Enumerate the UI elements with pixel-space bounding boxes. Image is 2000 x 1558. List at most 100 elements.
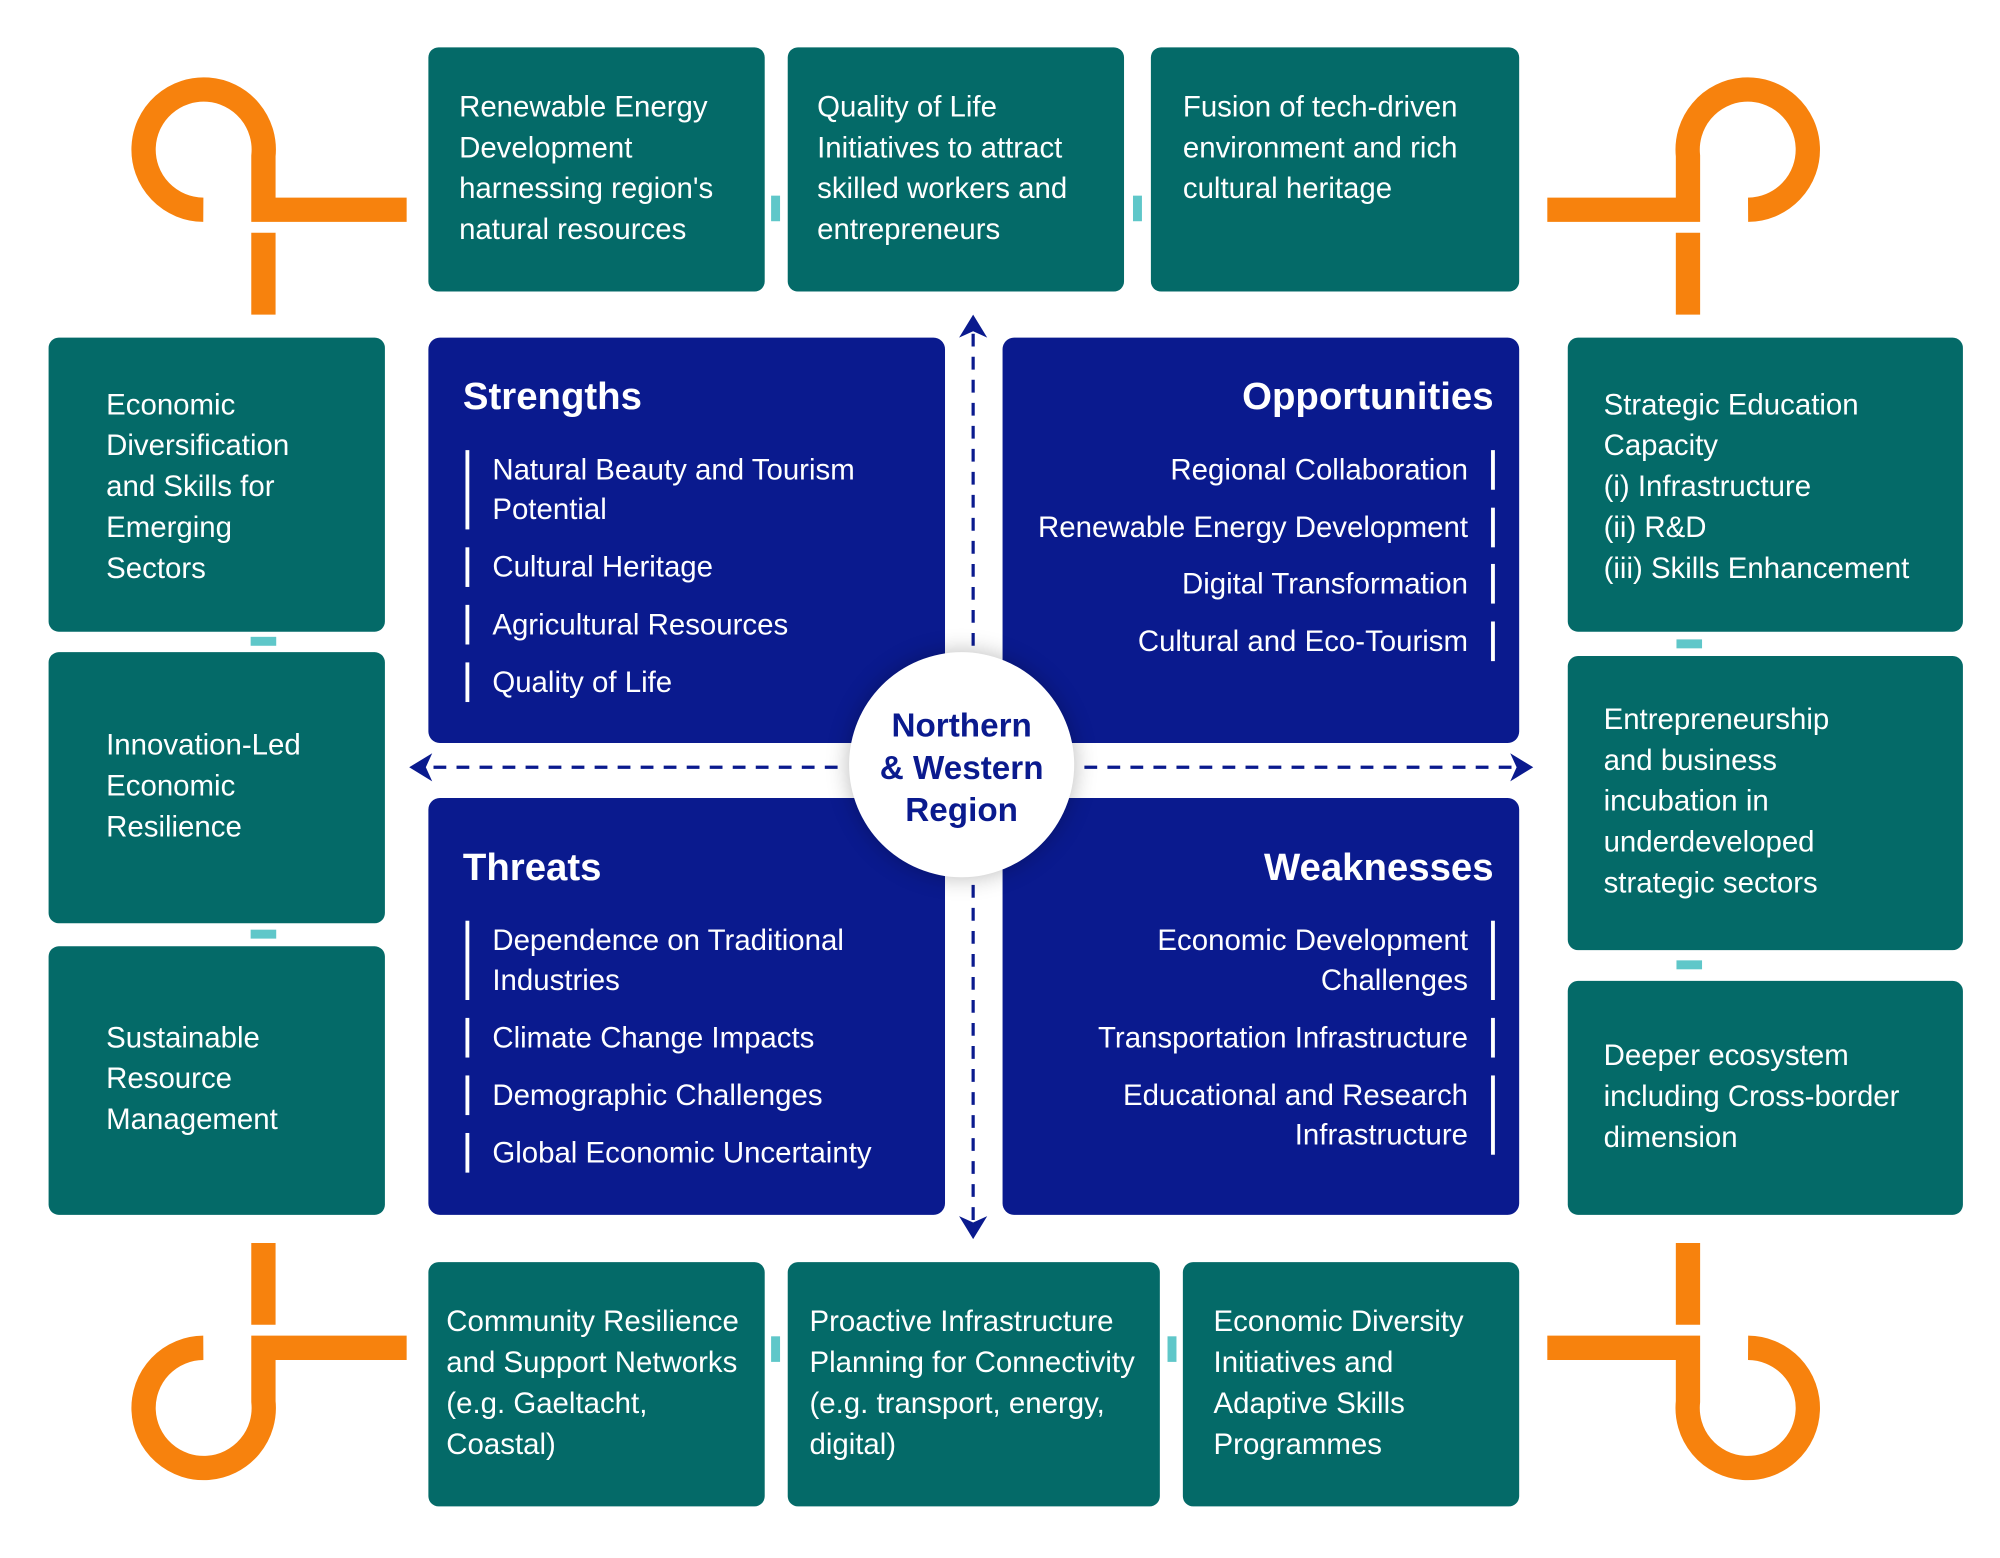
text-line: Programmes: [1213, 1427, 1382, 1461]
top-box-3: Fusion of tech-driven environment and ri…: [1150, 47, 1520, 292]
text-line: Community Resilience: [446, 1304, 739, 1338]
item-text: Cultural and Eco-Tourism: [1137, 624, 1469, 658]
text-line: Sectors: [106, 551, 206, 585]
text-line: harnessing region's: [459, 171, 714, 205]
weaknesses-item: Economic Development Challenges: [1157, 920, 1495, 1000]
item-text: Demographic Challenges: [492, 1078, 823, 1112]
threats-item: Demographic Challenges: [465, 1075, 823, 1116]
weaknesses-item: Educational and Research Infrastructure: [1123, 1075, 1495, 1155]
opportunities-item: Digital Transformation: [1181, 563, 1495, 604]
text-line: and Support Networks: [446, 1345, 738, 1379]
connector: [1676, 960, 1703, 970]
text-line: Innovation-Led: [106, 727, 301, 761]
top-box-1: Renewable Energy Development harnessing …: [428, 47, 765, 292]
strengths-item: Quality of Life: [465, 662, 673, 703]
text-line: Resource: [106, 1061, 233, 1095]
text-line: skilled workers and: [817, 171, 1068, 205]
opportunities-item: Renewable Energy Development: [1038, 507, 1495, 548]
text-line: (ii) R&D: [1603, 510, 1707, 544]
bottom-right-loop-icon: [1547, 1242, 1820, 1481]
threats-item: Climate Change Impacts: [465, 1017, 814, 1058]
bottom-box-1: Community Resilience and Support Network…: [428, 1262, 765, 1507]
item-text: Cultural Heritage: [492, 549, 714, 584]
text-line: Entrepreneurship: [1603, 702, 1830, 736]
opportunities-item: Cultural and Eco-Tourism: [1137, 621, 1495, 662]
text-line: Management: [106, 1102, 278, 1136]
text-line: Proactive Infrastructure: [809, 1304, 1114, 1338]
strengths-quadrant: Strengths Natural Beauty and Tourism Pot…: [428, 337, 946, 743]
text-line: Quality of Life: [817, 89, 997, 123]
strengths-item: Agricultural Resources: [465, 604, 789, 645]
strengths-item: Cultural Heritage: [465, 547, 713, 587]
weaknesses-title: Weaknesses: [1263, 846, 1494, 889]
item-text: Potential: [492, 492, 607, 526]
top-right-loop-icon: [1547, 77, 1820, 315]
item-text: Renewable Energy Development: [1038, 510, 1469, 544]
center-line: Region: [905, 790, 1018, 829]
text-line: dimension: [1603, 1120, 1738, 1154]
text-line: incubation in: [1603, 783, 1769, 818]
text-line: Adaptive Skills: [1213, 1386, 1405, 1420]
threats-item: Global Economic Uncertainty: [465, 1132, 872, 1173]
weaknesses-quadrant: Weaknesses Economic Development Challeng…: [1002, 797, 1520, 1215]
text-line: and Skills for: [106, 469, 275, 503]
text-line: Coastal): [446, 1427, 556, 1461]
text-line: underdeveloped: [1603, 824, 1815, 859]
text-line: and business: [1603, 742, 1777, 777]
item-text: Digital Transformation: [1181, 566, 1469, 600]
left-box-3: Sustainable Resource Management: [48, 946, 385, 1215]
item-text: Infrastructure: [1294, 1117, 1469, 1151]
center-region-circle: Northern & Western Region: [849, 652, 1075, 878]
opportunities-quadrant: Opportunities Regional Collaboration Ren…: [1002, 337, 1520, 743]
strengths-item: Natural Beauty and Tourism Potential: [465, 450, 855, 530]
top-box-2: Quality of Life Initiatives to attract s…: [787, 47, 1125, 292]
center-line: & Western: [879, 748, 1044, 787]
text-line: Diversification: [106, 428, 290, 462]
text-line: environment and rich: [1182, 130, 1458, 164]
center-line: Northern: [891, 705, 1032, 745]
bottom-box-3: Economic Diversity Initiatives and Adapt…: [1182, 1262, 1520, 1507]
text-line: Economic: [106, 768, 236, 802]
text-line: cultural heritage: [1182, 171, 1393, 205]
text-line: Fusion of tech-driven: [1182, 89, 1458, 123]
threats-item: Dependence on Traditional Industries: [465, 920, 844, 1000]
text-line: (iii) Skills Enhancement: [1603, 551, 1910, 585]
right-box-3: Deeper ecosystem including Cross-border …: [1567, 980, 1963, 1215]
text-line: Economic: [106, 387, 236, 421]
item-text: Transportation Infrastructure: [1098, 1020, 1469, 1054]
right-box-1: Strategic Education Capacity (i) Infrast…: [1567, 337, 1963, 632]
right-box-2: Entrepreneurship and business incubation…: [1567, 656, 1963, 951]
arrow-right-icon: [1510, 753, 1534, 782]
item-text: Agricultural Resources: [492, 607, 789, 641]
text-line: Emerging: [106, 510, 233, 544]
arrow-left-icon: [409, 753, 433, 782]
weaknesses-item: Transportation Infrastructure: [1098, 1017, 1495, 1058]
item-text: Educational and Research: [1123, 1078, 1469, 1112]
center-region-label: Northern & Western Region: [849, 705, 1074, 832]
arrow-down-icon: [959, 1216, 988, 1240]
text-line: Sustainable: [106, 1020, 260, 1054]
bottom-left-loop-icon: [131, 1242, 407, 1481]
item-text: Industries: [492, 962, 620, 997]
item-text: Dependence on Traditional: [492, 923, 844, 957]
connector: [771, 1336, 781, 1362]
text-line: entrepreneurs: [817, 212, 1001, 246]
text-line: Capacity: [1603, 428, 1719, 462]
arrow-up-icon: [959, 314, 988, 338]
text-line: Deeper ecosystem: [1603, 1038, 1849, 1072]
item-text: Natural Beauty and Tourism: [492, 452, 855, 486]
opportunities-title: Opportunities: [1242, 375, 1494, 419]
text-line: natural resources: [459, 212, 687, 246]
text-line: Resilience: [106, 809, 242, 843]
text-line: (e.g. Gaeltacht,: [446, 1386, 648, 1420]
connector: [250, 929, 277, 939]
left-box-1: Economic Diversification and Skills for …: [48, 337, 385, 632]
bottom-box-2: Proactive Infrastructure Planning for Co…: [787, 1262, 1160, 1507]
text-line: Initiatives and: [1213, 1345, 1394, 1379]
item-text: Challenges: [1320, 962, 1469, 997]
text-line: digital): [809, 1427, 897, 1461]
item-text: Quality of Life: [492, 664, 673, 699]
